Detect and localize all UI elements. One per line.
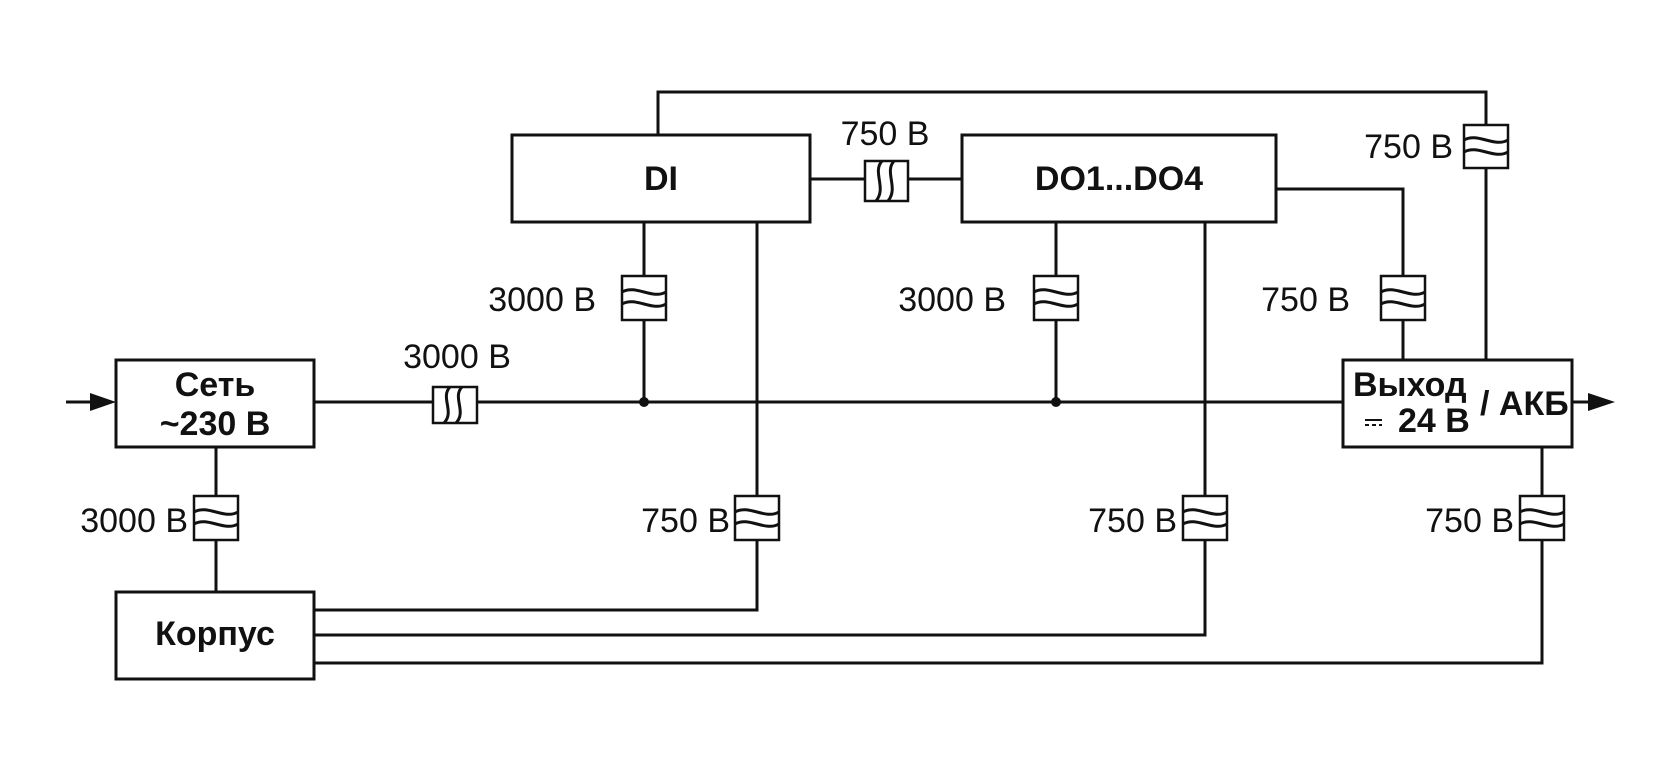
wire-do-output bbox=[1276, 187, 1405, 276]
mains-label-1: Сеть bbox=[175, 366, 256, 404]
wire-di-output-top bbox=[656, 90, 1488, 135]
label-di-bus: 3000 В bbox=[488, 281, 596, 319]
junction-dot bbox=[639, 397, 649, 407]
insulation-symbol-vertical bbox=[733, 494, 781, 542]
do-block bbox=[960, 133, 1278, 224]
output-label-2: 24 В bbox=[1398, 402, 1470, 440]
wire-do-case-2 bbox=[314, 540, 1207, 637]
insulation-symbol-vertical bbox=[1032, 274, 1080, 322]
output-label-1: Выход bbox=[1353, 366, 1467, 404]
insulation-symbol-vertical bbox=[1518, 494, 1566, 542]
label-di-output-top: 750 В bbox=[1364, 128, 1453, 166]
label-mains-case: 3000 В bbox=[80, 502, 188, 540]
wire-output-case-2 bbox=[314, 540, 1544, 665]
label-di-do: 750 В bbox=[841, 115, 930, 153]
di-block bbox=[510, 133, 812, 224]
mains-block bbox=[114, 358, 316, 449]
label-do-output: 750 В bbox=[1261, 281, 1350, 319]
output-arrow bbox=[1588, 393, 1615, 411]
insulation-symbol-horizontal bbox=[863, 159, 910, 203]
do-label: DO1...DO4 bbox=[1035, 160, 1203, 198]
label-output-case: 750 В bbox=[1425, 502, 1514, 540]
wire-di-case-2 bbox=[314, 540, 759, 612]
label-do-bus: 3000 В bbox=[898, 281, 1006, 319]
case-label: Корпус bbox=[155, 615, 275, 653]
insulation-symbol-vertical bbox=[1181, 494, 1229, 542]
case-block bbox=[114, 590, 316, 681]
label-di-case: 750 В bbox=[641, 502, 730, 540]
insulation-symbol-vertical bbox=[1462, 123, 1510, 170]
di-label: DI bbox=[644, 160, 678, 198]
insulation-symbol-vertical bbox=[1379, 274, 1427, 322]
insulation-symbol-vertical bbox=[192, 494, 240, 542]
mains-label-2: ~230 В bbox=[160, 405, 271, 443]
dc-symbol-icon bbox=[1365, 419, 1382, 426]
output-block bbox=[1341, 358, 1574, 449]
insulation-symbol-vertical bbox=[620, 274, 668, 322]
junction-dot bbox=[1051, 397, 1061, 407]
label-mains-bus: 3000 В bbox=[403, 338, 511, 376]
input-arrow bbox=[90, 393, 116, 411]
insulation-symbol-horizontal bbox=[431, 385, 479, 425]
output-label-suffix: / АКБ bbox=[1480, 385, 1569, 423]
label-do-case: 750 В bbox=[1088, 502, 1177, 540]
